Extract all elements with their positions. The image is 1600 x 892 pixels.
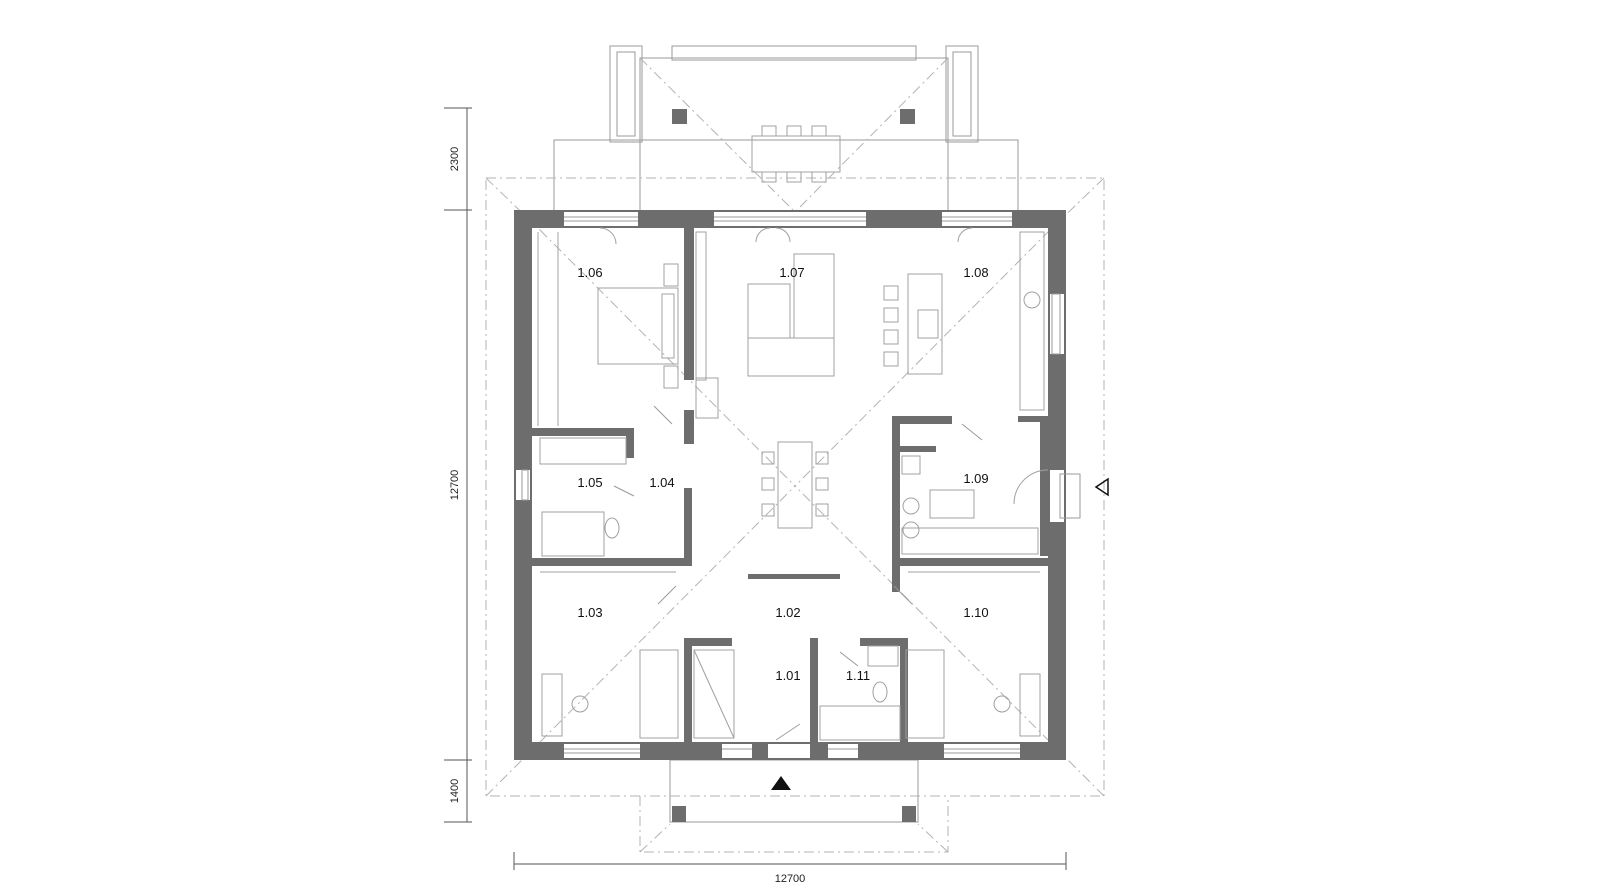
room-label-1-11: 1.11 — [846, 668, 870, 683]
tv-wall-unit — [748, 574, 840, 579]
interior-walls — [532, 228, 1048, 742]
terrace-pillar-left — [672, 109, 687, 124]
room-label-1-01: 1.01 — [775, 668, 800, 683]
door-swings — [599, 227, 1049, 741]
sofa — [747, 337, 835, 377]
room-label-1-10: 1.10 — [963, 605, 988, 620]
entrance-markers — [771, 477, 1109, 790]
roof-outline — [485, 57, 1105, 853]
main-entrance-arrow-icon — [771, 776, 791, 790]
room-label-1-06: 1.06 — [577, 265, 602, 280]
dimension-house-width: 12700 — [775, 873, 806, 885]
dimension-lines: 2300 12700 1400 12700 — [444, 107, 1067, 885]
room-label-1-03: 1.03 — [577, 605, 602, 620]
porch-pillar-left — [672, 806, 686, 822]
room-label-1-08: 1.08 — [963, 265, 988, 280]
porch-pillar-right — [902, 806, 916, 822]
room-label-1-02: 1.02 — [775, 605, 800, 620]
double-bed — [597, 287, 679, 365]
room-label-1-07: 1.07 — [779, 265, 804, 280]
terrace-top — [553, 45, 1019, 213]
terrace-pillar-right — [900, 109, 915, 124]
room-labels: 1.06 1.07 1.08 1.05 1.04 1.09 1.03 1.02 … — [577, 265, 988, 683]
dimension-house-height: 12700 — [449, 470, 461, 501]
side-entrance-arrow-icon — [1094, 477, 1109, 497]
room-label-1-04: 1.04 — [649, 475, 674, 490]
armchair — [747, 283, 791, 339]
dimension-terrace-height: 2300 — [449, 147, 461, 171]
outer-walls — [514, 210, 1081, 760]
kitchen-island — [907, 273, 943, 375]
dining-table — [777, 441, 813, 529]
dimension-porch-height: 1400 — [449, 779, 461, 803]
furniture — [537, 231, 1045, 741]
bathtub — [819, 705, 901, 741]
terrace-table — [751, 135, 841, 173]
room-label-1-09: 1.09 — [963, 471, 988, 486]
room-label-1-05: 1.05 — [577, 475, 602, 490]
porch-bottom — [669, 759, 919, 823]
